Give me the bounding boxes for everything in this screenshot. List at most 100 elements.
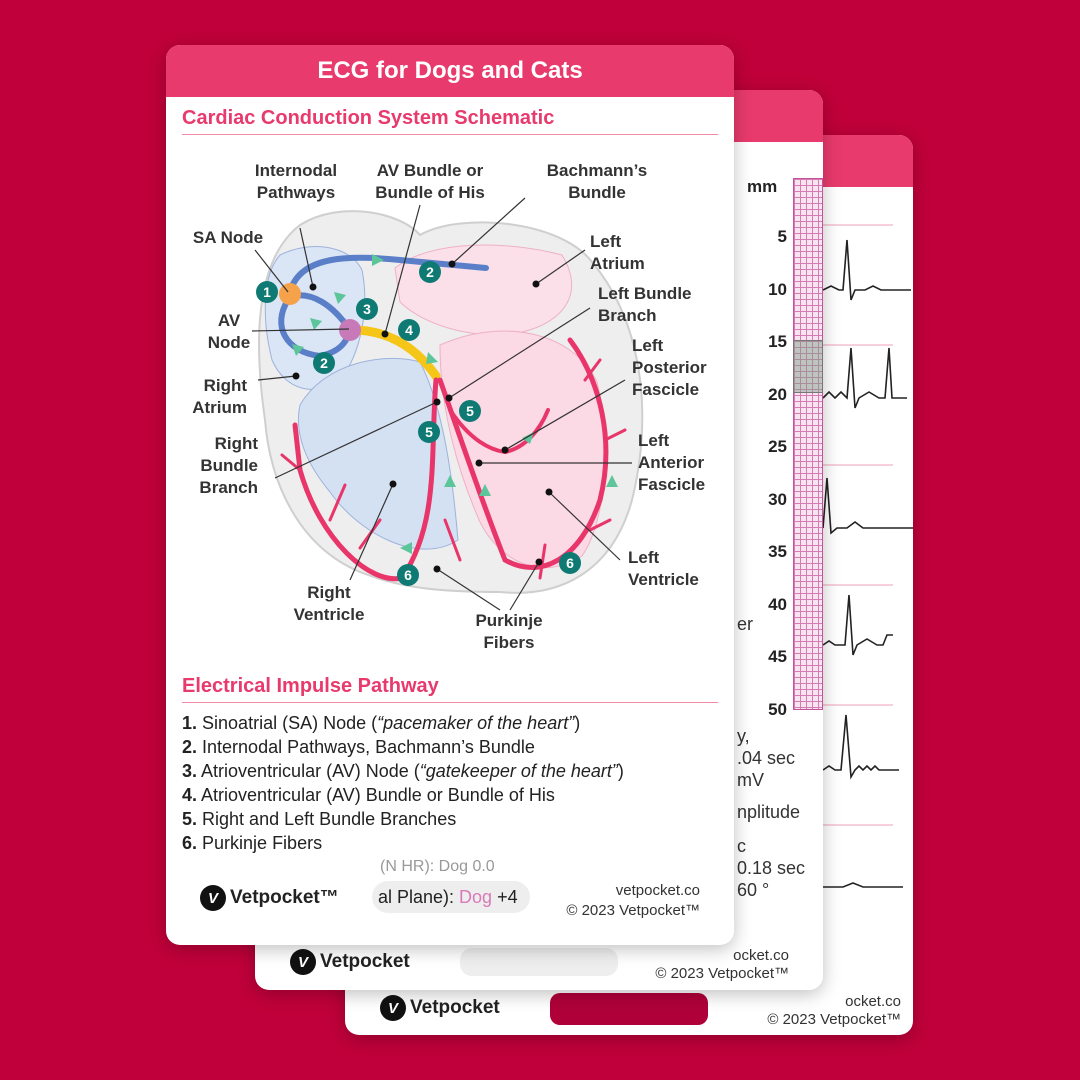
label-line: Anterior	[638, 453, 705, 472]
av-node	[339, 319, 361, 341]
divider	[182, 134, 718, 135]
step-marker	[459, 400, 481, 422]
partial-pill: al Plane): Dog +4	[372, 881, 530, 913]
mm-tick: 20	[768, 384, 787, 404]
step-marker-number: 6	[566, 555, 574, 571]
item-number: 2.	[182, 737, 198, 757]
logo-mark-icon: V	[200, 885, 226, 911]
pathway-item: 5. Right and Left Bundle Branches	[182, 807, 456, 831]
step-marker	[256, 281, 278, 303]
copyright: © 2023 Vetpocket™	[655, 965, 789, 982]
label-line: Purkinje	[475, 611, 543, 630]
label-av-bundle: AV Bundle or Bundle of His	[375, 160, 485, 204]
step-marker-number: 5	[425, 424, 433, 440]
footer-text: ocket.co© 2023 Vetpocket™	[655, 947, 789, 983]
mm-tick: 40	[768, 594, 787, 614]
ecg-trace	[822, 347, 907, 409]
item-note: “gatekeeper of the heart”	[419, 761, 618, 781]
step-marker	[398, 319, 420, 341]
item-text: Atrioventricular (AV) Node (	[201, 761, 420, 781]
item-text: Purkinje Fibers	[202, 833, 323, 853]
item-number: 4.	[182, 785, 198, 805]
label-line: Left	[628, 548, 660, 567]
label-line: Pathways	[256, 183, 336, 202]
partial-text-line: c	[737, 836, 746, 856]
step-marker	[418, 421, 440, 443]
item-text: Atrioventricular (AV) Bundle or Bundle o…	[201, 785, 555, 805]
label-line: Left	[590, 232, 622, 251]
ecg-trace	[822, 714, 899, 780]
label-line: Bundle	[568, 183, 626, 202]
ecg-trace	[822, 239, 911, 301]
label-line: Fascicle	[638, 475, 706, 494]
step-marker	[397, 564, 419, 586]
label-line: Left	[632, 336, 664, 355]
item-number: 1.	[182, 713, 198, 733]
partial-text-line: y,	[737, 726, 750, 746]
mm-tick: 30	[768, 489, 787, 509]
label-line: Bundle of His	[375, 183, 485, 202]
item-end: )	[617, 761, 624, 781]
highlight-box	[793, 340, 823, 393]
label-line: Ventricle	[628, 570, 699, 589]
step-marker-number: 2	[320, 355, 328, 371]
label-line: Atrium	[192, 398, 247, 417]
pill-top-text: (N HR): Dog 0.0	[380, 858, 495, 875]
ecg-trace	[822, 477, 913, 535]
pill-shape	[460, 948, 618, 976]
step-marker	[559, 552, 581, 574]
pathway-item: 2. Internodal Pathways, Bachmann’s Bundl…	[182, 735, 535, 759]
mm-grid	[793, 178, 823, 710]
logo-text: Vetpocket	[320, 951, 410, 972]
leader-dots	[292, 260, 553, 573]
label-line: Branch	[598, 306, 657, 325]
logo-mark-icon: V	[290, 949, 316, 975]
label-line: Internodal	[254, 161, 338, 180]
divider	[182, 702, 718, 703]
mm-label: mm	[747, 177, 778, 196]
section-title-pathway: Electrical Impulse Pathway	[182, 675, 439, 697]
label-line: AV Bundle or	[376, 161, 484, 180]
sa-node	[279, 283, 301, 305]
item-end: )	[574, 713, 581, 733]
label-line: Ventricle	[293, 605, 365, 624]
logo-mark-icon: V	[380, 995, 406, 1021]
partial-text-line: 0.18 sec	[737, 858, 806, 878]
copyright: © 2023 Vetpocket™	[566, 902, 700, 919]
step-marker	[356, 298, 378, 320]
step-marker-number: 4	[405, 322, 413, 338]
mm-tick: 45	[768, 647, 787, 666]
pathway-item: 4. Atrioventricular (AV) Bundle or Bundl…	[182, 783, 555, 807]
bundle-of-his	[347, 325, 441, 381]
mm-tick: 50	[768, 699, 787, 719]
label-line: Posterior	[632, 358, 707, 377]
label-line: AV	[217, 311, 241, 330]
step-marker-number: 2	[426, 264, 434, 280]
partial-text-line: 60 °	[737, 880, 770, 900]
ecg-trace	[822, 594, 893, 656]
step-marker	[419, 261, 441, 283]
label-line: Fascicle	[632, 380, 700, 399]
mm-tick: 15	[768, 332, 787, 351]
site-link: ocket.co	[733, 947, 789, 964]
label-line: Bundle	[200, 456, 258, 475]
item-text: Sinoatrial (SA) Node (	[202, 713, 378, 733]
item-number: 5.	[182, 809, 198, 829]
item-text: Internodal Pathways, Bachmann’s Bundle	[202, 737, 535, 757]
label-line: Atrium	[590, 254, 645, 273]
partial-text-line: er	[737, 614, 754, 634]
step-marker-number: 1	[263, 284, 271, 300]
step-marker	[313, 352, 335, 374]
